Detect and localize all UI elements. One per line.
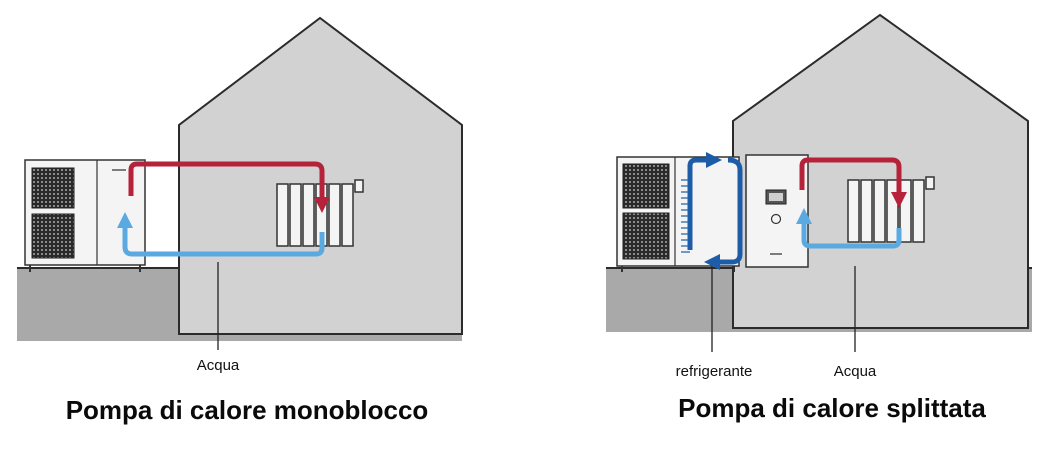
panel-splittata: refrigerante Acqua Pompa di calore split… (606, 13, 1032, 423)
cold-water-flow-arrow (795, 207, 902, 249)
refrigerant-flow-arrow (703, 157, 743, 271)
outdoor-unit (24, 159, 146, 272)
panel-caption: Pompa di calore splittata (678, 393, 986, 423)
indoor-module (745, 154, 809, 268)
hot-water-flow-arrow (128, 161, 331, 214)
fan-grille-icon (31, 213, 75, 259)
panel-monoblocco: Acqua Pompa di calore monoblocco (17, 16, 463, 425)
control-knob-icon (770, 213, 782, 225)
hot-water-flow-arrow (799, 157, 908, 209)
panel-caption: Pompa di calore monoblocco (66, 395, 429, 425)
radiator (847, 176, 935, 243)
cold-water-flow-arrow (116, 211, 325, 257)
fan-grille-icon (622, 212, 670, 260)
refrigerant-flow-arrow (687, 151, 723, 250)
acqua-label: Acqua (197, 357, 240, 374)
acqua-label: Acqua (834, 363, 877, 380)
outdoor-unit (616, 156, 740, 272)
fan-grille-icon (31, 167, 75, 209)
fan-grille-icon (622, 163, 670, 209)
refrigerante-label: refrigerante (676, 363, 753, 380)
